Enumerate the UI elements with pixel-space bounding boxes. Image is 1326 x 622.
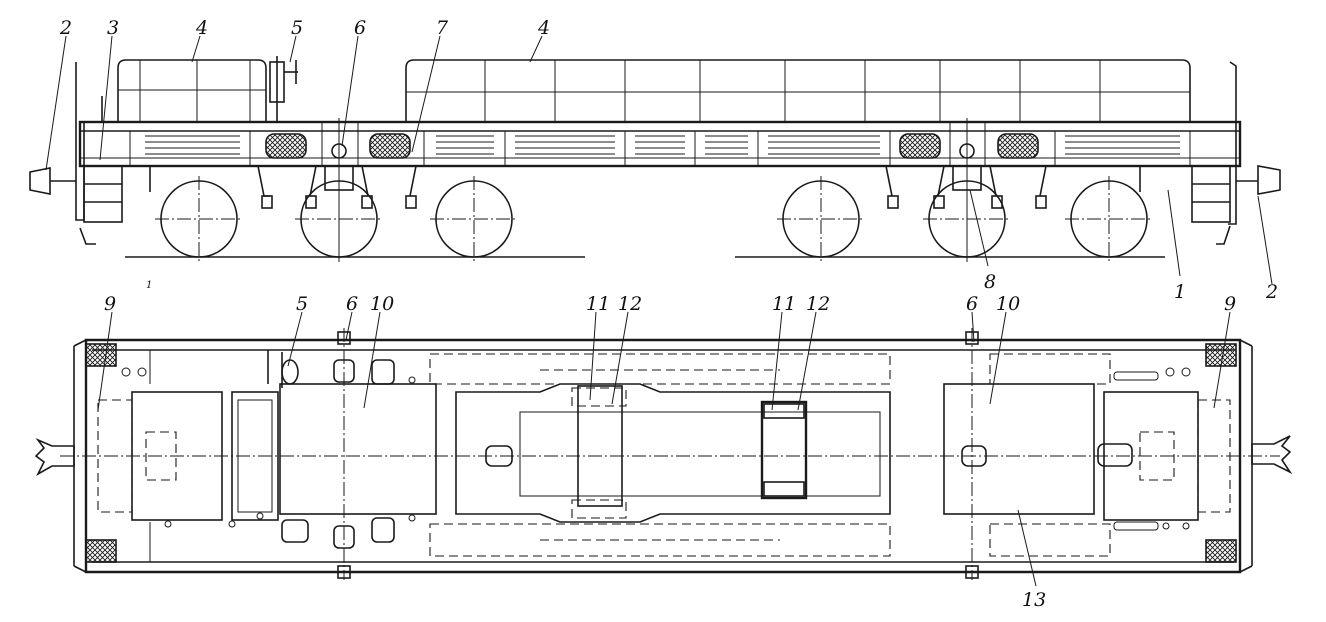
side-view-labels: 2 3 4 5 6 7 4 8 1 2 1	[59, 17, 1278, 303]
wheel-6	[1065, 176, 1153, 262]
plan-label-9-right: 9	[1224, 293, 1236, 315]
bolster-plate-11-right	[760, 400, 808, 500]
plan-view-labels: 9 5 6 10 11 12 11 12 6 10 9 13	[104, 293, 1236, 611]
plan-label-13: 13	[1022, 589, 1046, 611]
side-label-8: 8	[984, 271, 996, 293]
plan-label-9-left: 9	[104, 293, 116, 315]
grille-3	[899, 133, 941, 159]
coupler-plan-right	[1251, 435, 1293, 475]
corner-hatch-tr	[1205, 343, 1237, 367]
side-label-1-left: 1	[146, 280, 152, 291]
coupler-right	[1216, 165, 1281, 245]
plate-10-right	[943, 383, 1095, 515]
center-panel	[455, 383, 891, 523]
plan-label-11-left: 11	[586, 293, 610, 315]
wheelsets	[155, 176, 1153, 262]
grille-2	[369, 133, 411, 159]
steps-right	[1191, 165, 1231, 223]
handrail-left	[117, 59, 267, 122]
suspension-brackets	[149, 165, 1141, 209]
side-label-7: 7	[436, 17, 449, 39]
side-view	[29, 35, 1281, 285]
grille-1	[265, 133, 307, 159]
frame-panels	[129, 122, 1191, 166]
wheel-2	[295, 180, 383, 258]
wheel-3	[430, 176, 518, 262]
plan-label-11-right: 11	[772, 293, 796, 315]
side-label-6: 6	[354, 17, 366, 39]
coupler-left	[29, 167, 96, 245]
handbrake-wheel	[269, 56, 298, 122]
plan-label-10-right: 10	[996, 293, 1020, 315]
wheel-4	[777, 176, 865, 262]
bolster-plate-11-left	[577, 385, 623, 507]
plan-label-6-right: 6	[966, 293, 978, 315]
side-label-3: 3	[107, 17, 119, 39]
plan-label-12-right: 12	[806, 293, 830, 315]
plan-label-5: 5	[296, 293, 308, 315]
louvre-slots	[145, 135, 1180, 155]
grille-4	[997, 133, 1039, 159]
corner-hatch-bl	[85, 539, 117, 563]
end-wall-right	[1228, 61, 1237, 225]
plan-view	[34, 311, 1293, 587]
side-label-1-right: 1	[1174, 281, 1186, 303]
plan-label-10-left: 10	[370, 293, 394, 315]
wheel-1	[155, 176, 243, 262]
corner-hatch-br	[1205, 539, 1237, 563]
corner-hatch-tl	[85, 343, 117, 367]
plan-label-12-left: 12	[618, 293, 642, 315]
side-label-4-right: 4	[537, 17, 550, 39]
side-label-2-left: 2	[59, 17, 72, 39]
handrail-right	[405, 59, 1191, 122]
coupler-plan-left	[34, 438, 75, 477]
handbrake-plan	[267, 350, 299, 388]
steps-left	[83, 96, 123, 223]
wheel-5	[923, 180, 1011, 258]
plan-label-6-left: 6	[346, 293, 358, 315]
side-label-2-right: 2	[1265, 281, 1278, 303]
side-label-4-left: 4	[195, 17, 208, 39]
side-label-5: 5	[291, 17, 303, 39]
main-frame	[78, 120, 1242, 168]
plate-10-left	[279, 383, 437, 515]
